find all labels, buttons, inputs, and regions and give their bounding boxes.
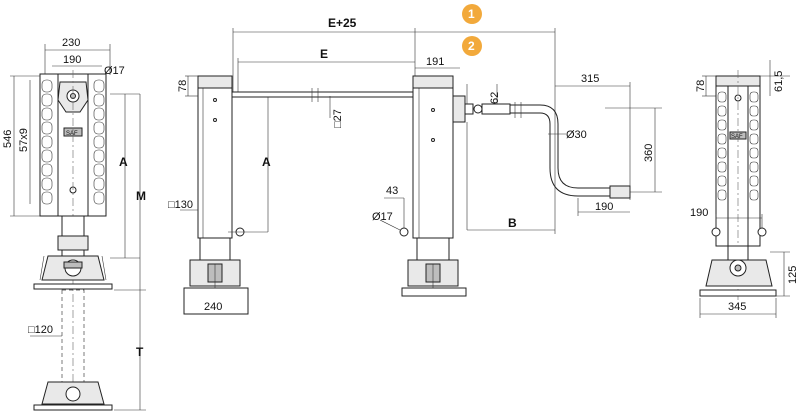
left-view: 230 190 Ø17: [2, 37, 146, 411]
dim-345: 345: [728, 301, 746, 313]
chain-side: [717, 91, 759, 201]
dim-diam-30: Ø30: [566, 129, 587, 141]
dim-191: 191: [426, 56, 444, 68]
dim-61-5: 61,5: [773, 71, 785, 92]
dim-190: 190: [63, 54, 81, 66]
badge-1-circle: [462, 4, 482, 24]
dim-230: 230: [62, 37, 80, 49]
dim-315: 315: [581, 73, 599, 85]
middle-view: E+25 E 78 □130 240 A □27: [168, 16, 662, 315]
chain-left: [41, 79, 53, 205]
label-A-middle: A: [262, 155, 271, 169]
dim-E: E: [320, 47, 328, 61]
dim-360: 360: [643, 144, 655, 162]
dim-27: □27: [332, 109, 344, 128]
badge-2-label: 2: [468, 39, 475, 53]
label-M: M: [136, 189, 146, 203]
dim-546: 546: [2, 130, 14, 148]
saf-logo-left: SAF: [66, 131, 78, 137]
right-view: SAF 78 61,5 190 125 345: [690, 60, 799, 318]
saf-logo-right: SAF: [731, 134, 743, 140]
dim-57x9: 57x9: [18, 128, 30, 152]
badge-2-circle: [462, 36, 482, 56]
badge-2[interactable]: 2: [462, 36, 482, 56]
dim-E-plus-25: E+25: [328, 16, 357, 30]
dim-130: □130: [168, 199, 193, 211]
dim-43: 43: [386, 185, 398, 197]
dim-diam-17-middle: Ø17: [372, 211, 393, 223]
badge-1-label: 1: [468, 7, 475, 21]
label-T: T: [136, 345, 144, 359]
dim-190-middle: 190: [595, 201, 613, 213]
label-B: B: [508, 216, 517, 230]
dim-190-right: 190: [690, 207, 708, 219]
label-A-left: A: [119, 155, 128, 169]
dim-78-middle: 78: [177, 80, 189, 92]
dim-120: □120: [28, 324, 53, 336]
dim-78-right: 78: [695, 80, 707, 92]
dim-62: 62: [489, 92, 501, 104]
chain-right: [93, 79, 105, 205]
badge-1[interactable]: 1: [462, 4, 482, 24]
dim-diam-17: Ø17: [104, 65, 125, 77]
dim-240: 240: [204, 301, 222, 313]
dim-125: 125: [787, 266, 799, 284]
